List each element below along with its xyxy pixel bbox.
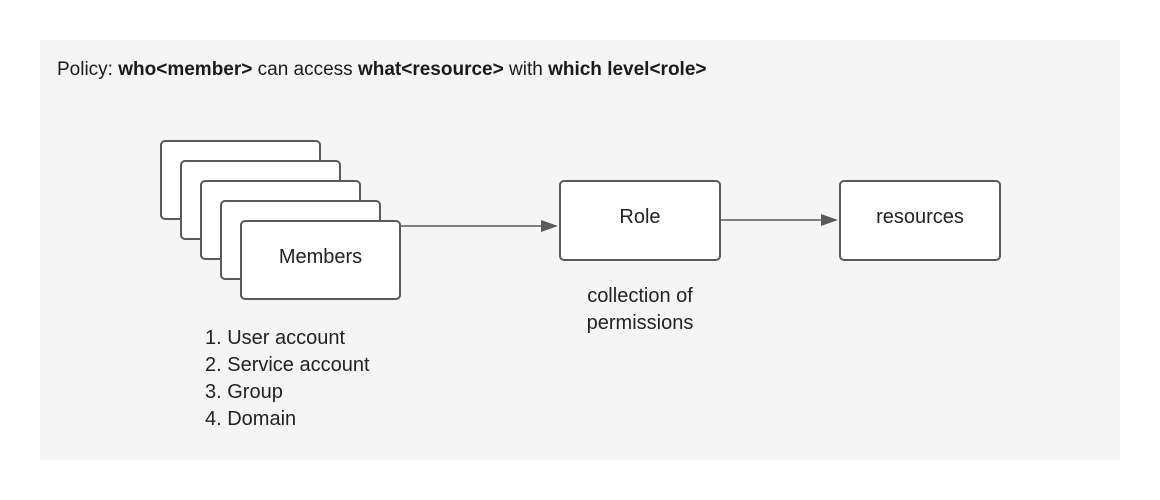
arrow-members-to-role bbox=[401, 220, 558, 232]
list-item: 4. Domain bbox=[205, 408, 297, 430]
policy-prefix: Policy: bbox=[57, 59, 119, 80]
arrow-role-to-resources bbox=[721, 214, 838, 226]
resources-box: resources bbox=[839, 180, 1001, 261]
list-item: 2. Service account bbox=[205, 354, 370, 376]
member-types-list: 1. User account 2. Service account 3. Gr… bbox=[205, 325, 370, 433]
list-item: 3. Group bbox=[205, 381, 283, 403]
role-caption-line1: collection of bbox=[587, 285, 693, 307]
policy-who: who<member> bbox=[118, 59, 253, 80]
role-caption: collection of permissions bbox=[560, 283, 720, 337]
members-label: Members bbox=[278, 246, 363, 268]
arrow-members-to-role-head bbox=[541, 220, 558, 232]
policy-which: which level<role> bbox=[548, 59, 707, 80]
members-box: Members bbox=[240, 220, 401, 300]
arrow-role-to-resources-head bbox=[821, 214, 838, 226]
policy-statement: Policy: who<member> can access what<reso… bbox=[57, 58, 707, 82]
list-item: 1. User account bbox=[205, 327, 346, 349]
policy-what: what<resource> bbox=[357, 59, 504, 80]
role-caption-line2: permissions bbox=[586, 312, 694, 334]
policy-mid2: with bbox=[503, 59, 549, 80]
resources-label: resources bbox=[876, 206, 964, 228]
role-box: Role bbox=[559, 180, 721, 261]
role-label: Role bbox=[619, 206, 661, 228]
policy-mid1: can access bbox=[252, 59, 358, 80]
